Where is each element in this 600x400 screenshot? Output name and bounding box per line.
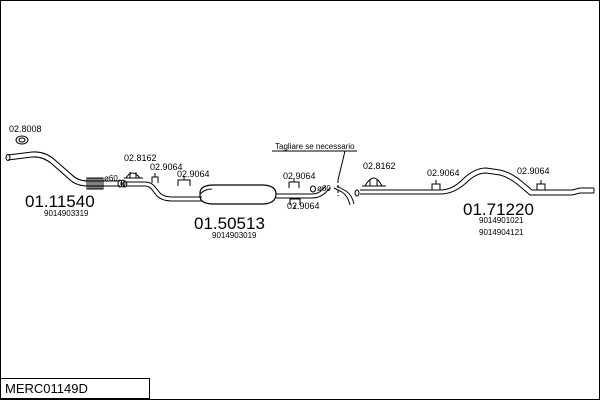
clamp-right bbox=[362, 177, 386, 187]
part-oem-front: 9014903319 bbox=[44, 209, 89, 218]
part-oem-rear-2: 9014904121 bbox=[479, 228, 524, 237]
ref-label-hanger-a: 02.9064 bbox=[150, 162, 183, 172]
hanger-e bbox=[431, 180, 441, 190]
ref-label-gasket: 02.8008 bbox=[9, 124, 42, 134]
ref-label-clamp-right: 02.8162 bbox=[363, 161, 396, 171]
part-number-center: 01.50513 bbox=[194, 214, 265, 233]
center-silencer bbox=[199, 184, 331, 205]
ref-label-hanger-b: 02.9064 bbox=[177, 169, 210, 179]
diagram-code: MERC01149D bbox=[5, 381, 88, 396]
part-oem-center: 9014903019 bbox=[212, 231, 257, 240]
intermediate-pipe bbox=[122, 180, 202, 202]
ref-label-hanger-c: 02.9064 bbox=[283, 171, 316, 181]
ref-label-clamp-left: 02.8162 bbox=[124, 153, 157, 163]
hanger-d bbox=[289, 198, 301, 209]
clamp-left bbox=[124, 172, 143, 179]
cut-note: Tagliare se necessario bbox=[275, 142, 355, 151]
diagram-code-box: MERC01149D bbox=[0, 378, 150, 399]
part-number-front: 01.11540 bbox=[25, 192, 95, 211]
front-pipe bbox=[5, 151, 126, 190]
pipe-end-flange bbox=[5, 154, 11, 161]
hanger-f bbox=[536, 180, 546, 190]
ref-label-hanger-e: 02.9064 bbox=[427, 168, 460, 178]
ref-label-hanger-f: 02.9064 bbox=[517, 166, 550, 176]
gasket-ring bbox=[15, 135, 29, 145]
hanger-a bbox=[151, 173, 159, 183]
hanger-c bbox=[288, 178, 300, 188]
hanger-b bbox=[177, 176, 191, 186]
diameter-label-a: ø60 bbox=[104, 174, 118, 183]
part-oem-rear-1: 9014901021 bbox=[479, 216, 524, 225]
mid-connector-pipe bbox=[333, 180, 355, 206]
flex-section bbox=[86, 177, 104, 190]
diameter-label-b: ø60 bbox=[317, 184, 331, 193]
cut-callout bbox=[272, 150, 357, 181]
rear-pipe bbox=[354, 167, 595, 197]
small-flange-mid bbox=[310, 185, 316, 193]
part-number-rear: 01.71220 bbox=[463, 200, 534, 219]
ref-label-hanger-d: 02.9064 bbox=[287, 201, 320, 211]
